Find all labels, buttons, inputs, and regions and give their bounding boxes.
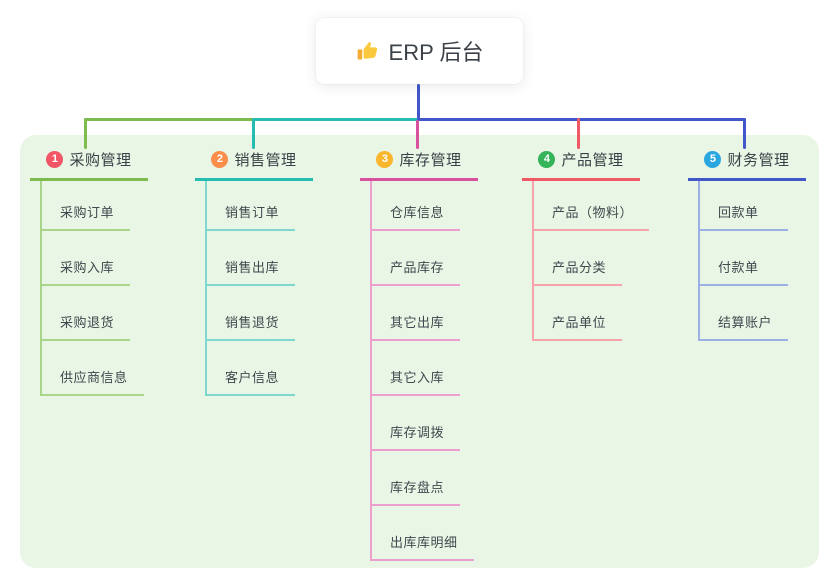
child-node[interactable]: 付款单 [700,231,788,286]
child-node[interactable]: 采购订单 [42,181,131,231]
branch-number-badge: 1 [46,151,64,168]
branch-node-4[interactable]: 4 产品管理 [522,149,640,181]
branch-node-1[interactable]: 1 采购管理 [30,149,148,181]
child-node[interactable]: 销售退货 [207,286,296,341]
branch-children: 采购订单采购入库采购退货供应商信息 [40,181,148,396]
child-node[interactable]: 结算账户 [700,286,789,341]
child-node[interactable]: 仓库信息 [372,181,461,231]
connector-h-right [417,118,746,121]
branch-label: 库存管理 [399,152,462,169]
branch-number-badge: 5 [704,151,722,168]
branch-label: 采购管理 [69,152,132,169]
branch-column-3: 3 库存管理仓库信息产品库存其它出库其它入库库存调拨库存盘点出库库明细 [360,149,478,561]
branch-children: 仓库信息产品库存其它出库其它入库库存调拨库存盘点出库库明细 [370,181,478,561]
connector-drop-branch3 [416,120,419,149]
child-node[interactable]: 库存盘点 [372,451,461,506]
background-panel [20,135,819,568]
child-node[interactable]: 客户信息 [207,341,296,396]
connector-drop-branch2 [252,118,255,149]
child-node[interactable]: 库存调拨 [372,396,461,451]
connector-h-branch2 [253,118,418,121]
branch-label: 销售管理 [234,152,297,169]
child-node[interactable]: 销售出库 [207,231,296,286]
child-node[interactable]: 其它入库 [372,341,461,396]
child-node[interactable]: 采购入库 [42,231,131,286]
connector-drop-branch4 [577,118,580,149]
branch-column-2: 2 销售管理销售订单销售出库销售退货客户信息 [195,149,313,396]
root-node[interactable]: ERP 后台 [316,18,523,84]
branch-number-badge: 3 [376,151,394,168]
branch-column-1: 1 采购管理采购订单采购入库采购退货供应商信息 [30,149,148,396]
connector-drop-branch5 [743,118,746,149]
branch-node-5[interactable]: 5 财务管理 [688,149,806,181]
branch-column-4: 4 产品管理产品（物料）产品分类产品单位 [522,149,650,341]
connector-h-branch1 [84,118,254,121]
connector-root-stem [417,84,420,119]
child-node[interactable]: 产品（物料） [534,181,650,231]
child-node[interactable]: 产品分类 [534,231,623,286]
branch-children: 销售订单销售出库销售退货客户信息 [205,181,313,396]
child-node[interactable]: 产品库存 [372,231,461,286]
branch-node-3[interactable]: 3 库存管理 [360,149,478,181]
child-node[interactable]: 回款单 [700,181,788,231]
branch-column-5: 5 财务管理回款单付款单结算账户 [688,149,806,341]
branch-number-badge: 4 [538,151,556,168]
branch-node-2[interactable]: 2 销售管理 [195,149,313,181]
branch-label: 产品管理 [561,152,624,169]
root-title: ERP 后台 [388,40,484,65]
thumbs-up-icon [356,39,380,63]
child-node[interactable]: 采购退货 [42,286,131,341]
child-node[interactable]: 销售订单 [207,181,296,231]
branch-number-badge: 2 [211,151,229,168]
branch-children: 产品（物料）产品分类产品单位 [532,181,650,341]
child-node[interactable]: 出库库明细 [372,506,474,561]
child-node[interactable]: 其它出库 [372,286,461,341]
child-node[interactable]: 供应商信息 [42,341,144,396]
branch-label: 财务管理 [727,152,790,169]
child-node[interactable]: 产品单位 [534,286,623,341]
branch-children: 回款单付款单结算账户 [698,181,806,341]
connector-drop-branch1 [84,118,87,149]
